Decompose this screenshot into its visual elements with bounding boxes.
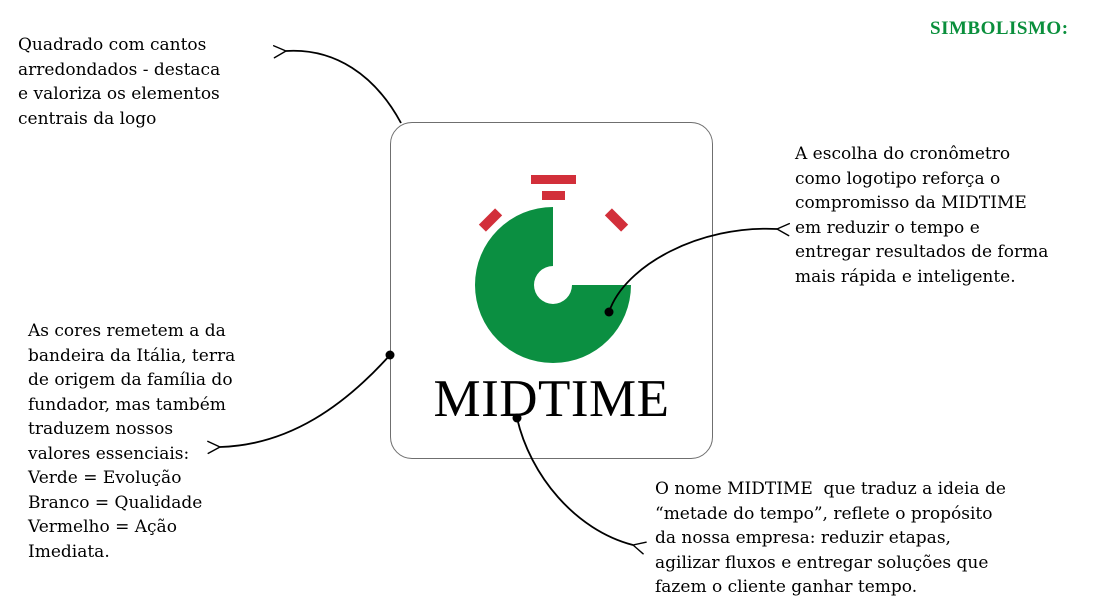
note-rounded-square: Quadrado com cantos arredondados - desta… — [18, 35, 221, 129]
diagram-title: SIMBOLISMO: — [930, 18, 1069, 39]
arrow-name — [516, 417, 647, 555]
stopwatch-logo-icon — [475, 175, 631, 363]
note-colors: As cores remetem a da bandeira da Itália… — [28, 321, 236, 562]
note-name: O nome MIDTIME que traduz a ideia de “me… — [655, 479, 1006, 597]
arrow-stopwatch — [608, 222, 790, 313]
arrow-colors — [207, 354, 391, 455]
note-stopwatch: A escolha do cronômetro como logotipo re… — [795, 144, 1049, 287]
brand-name: MIDTIME — [433, 370, 670, 428]
arrow-rounded-square — [272, 45, 402, 124]
